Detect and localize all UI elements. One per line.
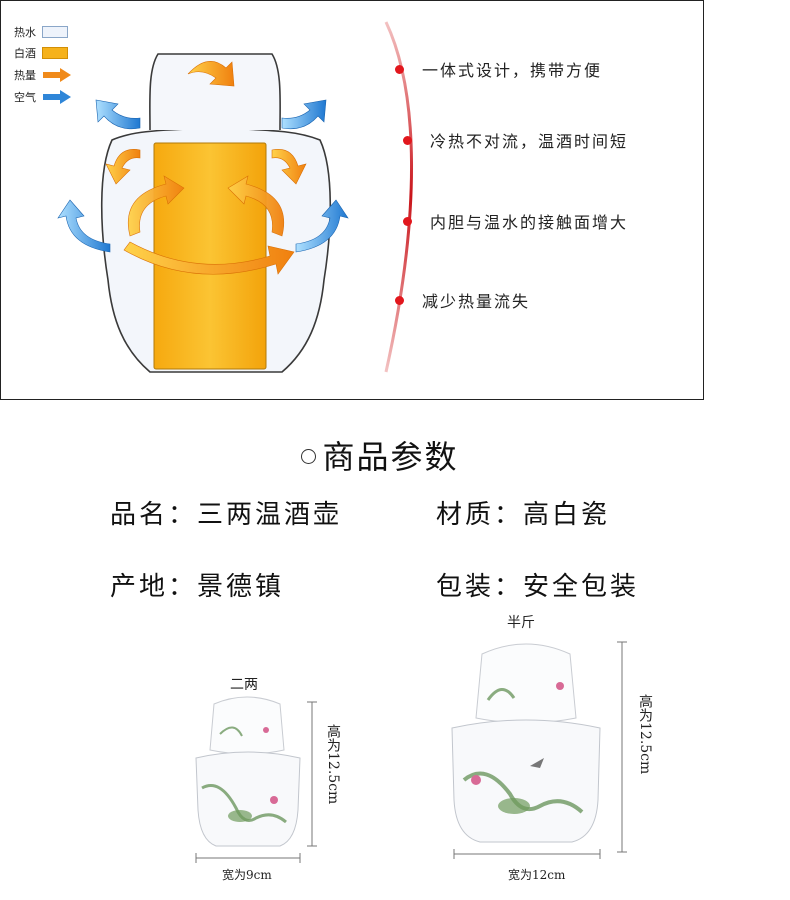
- param-origin: 产地：景德镇: [110, 566, 284, 603]
- feature-item: 减少热量流失: [395, 288, 530, 312]
- feature-timeline: [384, 21, 413, 373]
- air-arrow-icon: [43, 90, 71, 104]
- legend-item-air: 空气: [14, 89, 72, 105]
- section-title: 商品参数: [322, 438, 459, 476]
- large-pot-image: [451, 641, 627, 859]
- small-pot-image: [195, 696, 317, 863]
- feature-text: 一体式设计，携带方便: [422, 61, 603, 80]
- param-value: 安全包装: [523, 572, 640, 602]
- air-arrows: [57, 99, 349, 253]
- legend-label: 空气: [14, 91, 36, 104]
- param-value: 景德镇: [197, 572, 285, 602]
- param-value: 三两温酒壶: [197, 500, 343, 530]
- feature-dot-icon: [403, 216, 412, 226]
- large-product-name: 半斤: [507, 615, 535, 631]
- small-height-label: 高为12.5cm: [325, 724, 341, 805]
- heat-arrow-icon: [43, 68, 71, 82]
- param-label: 包装：: [436, 572, 524, 602]
- warming-diagram: [57, 21, 413, 373]
- legend-label: 白酒: [14, 47, 36, 60]
- feature-text: 冷热不对流，温酒时间短: [430, 132, 629, 151]
- feature-text: 内胆与温水的接触面增大: [430, 213, 629, 232]
- param-material: 材质：高白瓷: [436, 494, 610, 531]
- hot-water-swatch: [42, 26, 68, 38]
- param-label: 品名：: [110, 500, 198, 530]
- feature-item: 内胆与温水的接触面增大: [403, 209, 628, 233]
- large-height-label: 高为12.5cm: [637, 694, 653, 775]
- param-label: 材质：: [436, 500, 524, 530]
- feature-text: 减少热量流失: [422, 292, 531, 311]
- liquor-vessel: [153, 142, 267, 370]
- small-product-name: 二两: [230, 677, 258, 693]
- feature-dot-icon: [395, 295, 404, 305]
- feature-item: 冷热不对流，温酒时间短: [403, 128, 628, 152]
- legend-item-hot-water: 热水: [14, 24, 68, 40]
- large-width-label: 宽为12cm: [508, 868, 566, 882]
- heat-arrows: [105, 61, 307, 275]
- legend-label: 热量: [14, 69, 36, 82]
- param-value: 高白瓷: [523, 500, 611, 530]
- feature-item: 一体式设计，携带方便: [395, 57, 602, 81]
- section-heading: 商品参数: [0, 432, 760, 478]
- diagram-frame: 热水 白酒 热量 空气 一体式设计，携带方便 冷热不对流，温酒时间短 内胆与温水…: [0, 0, 704, 400]
- legend-item-heat: 热量: [14, 67, 72, 83]
- param-product-name: 品名：三两温酒壶: [110, 494, 342, 531]
- param-label: 产地：: [110, 572, 198, 602]
- feature-dot-icon: [403, 135, 412, 145]
- legend-item-liquor: 白酒: [14, 45, 68, 61]
- pot-lid: [149, 53, 281, 131]
- param-packaging: 包装：安全包装: [436, 566, 639, 603]
- liquor-swatch: [42, 47, 68, 59]
- circle-icon: [301, 449, 317, 464]
- feature-dot-icon: [395, 64, 404, 74]
- legend-label: 热水: [14, 26, 36, 39]
- small-width-label: 宽为9cm: [222, 868, 272, 882]
